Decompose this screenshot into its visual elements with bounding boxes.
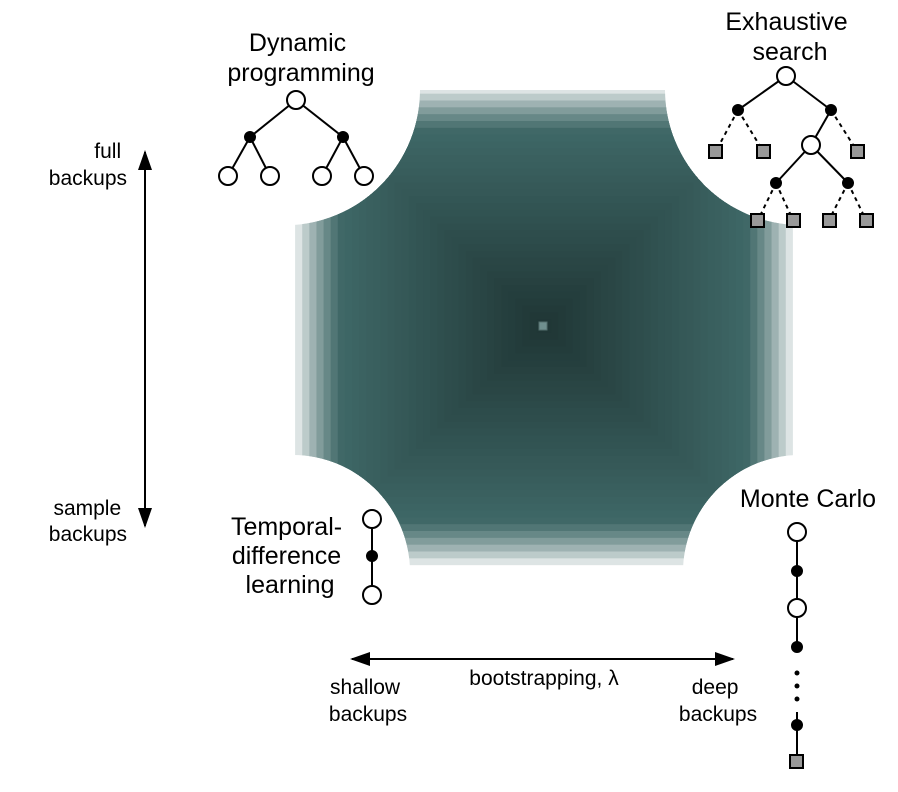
center-marker (538, 321, 548, 331)
action-node (842, 177, 854, 189)
monte-carlo-backup (787, 522, 807, 769)
state-node (260, 166, 280, 186)
ellipsis-dot (794, 670, 800, 676)
state-node (362, 509, 382, 529)
temporal-difference-backup (362, 509, 382, 605)
terminal-square (750, 213, 765, 228)
terminal-square (756, 144, 771, 159)
terminal-square (708, 144, 723, 159)
state-node (776, 66, 796, 86)
state-node (354, 166, 374, 186)
state-node (787, 522, 807, 542)
ellipsis-dot (794, 683, 800, 689)
action-node (825, 104, 837, 116)
terminal-square (786, 213, 801, 228)
shallow-backups-label: shallow backups (329, 676, 407, 726)
state-node (362, 585, 382, 605)
action-node (366, 550, 378, 562)
action-node (791, 719, 803, 731)
action-node (244, 131, 256, 143)
terminal-square (850, 144, 865, 159)
action-node (770, 177, 782, 189)
monte-carlo-label: Monte Carlo (740, 485, 876, 513)
state-node (286, 90, 306, 110)
sample-backups-label: sample backups (49, 497, 127, 546)
deep-backups-label: deep backups (679, 676, 757, 726)
state-node (787, 598, 807, 618)
action-node (337, 131, 349, 143)
terminal-square (822, 213, 837, 228)
terminal-square (859, 213, 874, 228)
bootstrapping-label: bootstrapping, λ (469, 667, 619, 690)
exhaustive-search-label: Exhaustive search (725, 8, 854, 66)
action-node (791, 565, 803, 577)
exhaustive-search-tree (708, 66, 874, 228)
state-node (312, 166, 332, 186)
dynamic-programming-label: Dynamic programming (227, 29, 374, 87)
state-node (218, 166, 238, 186)
action-node (791, 641, 803, 653)
terminal-square (789, 754, 804, 769)
state-node (801, 135, 821, 155)
full-backups-label: full backups (49, 140, 127, 190)
dynamic-programming-tree (218, 90, 374, 186)
action-node (732, 104, 744, 116)
temporal-difference-label: Temporal- difference learning (231, 513, 349, 599)
ellipsis-dot (794, 696, 800, 702)
